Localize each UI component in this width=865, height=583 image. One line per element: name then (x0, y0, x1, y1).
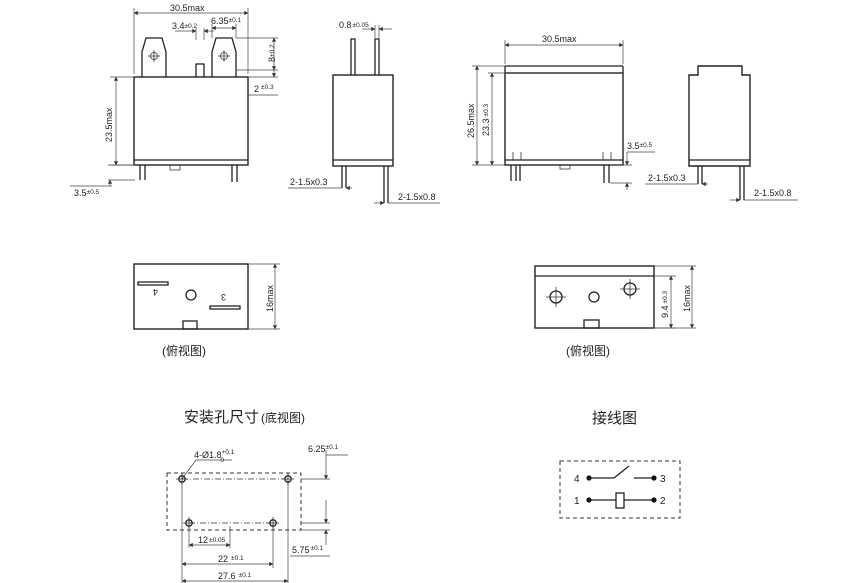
label-pin-b-1: 2-1.5x0.8 (398, 192, 436, 202)
top-body-1 (133, 263, 249, 330)
terminal-right (211, 37, 237, 77)
dim-height-2: 26.5max (466, 103, 476, 138)
dim-pin-length: 3.5±0.5 (74, 188, 100, 198)
dim-6-25: 6.25±0.1 (308, 444, 339, 454)
dim-height: 23.5max (104, 107, 114, 142)
wiring-pin-4: 4 (574, 474, 580, 485)
relay-body (133, 76, 249, 166)
dim-depth-1: 16max (265, 284, 275, 312)
switch-contact (613, 465, 630, 479)
dim-5-75: 5.75±0.1 (292, 545, 324, 555)
terminal-slot-4 (137, 281, 169, 286)
side-pins-1 (341, 166, 389, 203)
side-pins-2 (697, 166, 745, 200)
top-view-2: 9.4±0.3 16max (俯视图) (534, 265, 696, 358)
bottom-pins-2 (510, 165, 610, 183)
center-hole-1 (185, 289, 197, 301)
dim-pitch: 3.4±0.2 (172, 21, 198, 31)
wiring-pin-3: 3 (660, 474, 666, 485)
top-view-1: 4 3 16max (俯视图) (133, 263, 280, 358)
dim-27-6: 27.6±0.1 (218, 571, 252, 581)
wiring-node (651, 497, 657, 503)
terminal-3-label: 3 (221, 292, 226, 302)
center-hole-2 (588, 291, 600, 303)
dim-pin-thickness: 0.8±0.05 (339, 20, 369, 30)
side-terminal-left (350, 38, 356, 75)
dim-offset-2: 9.4±0.3 (660, 290, 670, 318)
wiring-pin-1: 1 (574, 496, 580, 507)
coil-symbol (615, 492, 625, 509)
caption-top-view-2: (俯视图) (566, 343, 610, 358)
terminal-4-label: 4 (153, 287, 158, 297)
terminal-slot-3 (209, 305, 241, 310)
side-view-1: 0.8±0.05 2-1.5x0.3 2-1.5x0.8 (288, 20, 440, 206)
label-pin-a-1: 2-1.5x0.3 (290, 177, 328, 187)
dim-width-2: 30.5max (542, 34, 577, 44)
dim-12: 12±0.05 (198, 535, 226, 545)
wiring-pin-2: 2 (660, 496, 666, 507)
mounting-outline (166, 472, 302, 531)
dim-22: 22±0.1 (218, 554, 244, 564)
wiring-title: 接线图 (592, 410, 637, 427)
bottom-pins (139, 165, 238, 182)
caption-top-view-1: (俯视图) (162, 343, 206, 358)
front-view-1: 30.5max 3.4±0.2 6.35±0.1 8±0.2 2±0.3 23.… (70, 3, 278, 198)
dim-terminal-height: 8±0.2 (267, 44, 277, 62)
mounting-title: 安装孔尺寸(底视图) (184, 409, 305, 426)
dim-width: 30.5max (170, 3, 205, 13)
relay-body-2 (504, 72, 624, 166)
front-view-2: 30.5max 26.5max 23.3±0.3 3.5±0.5 (466, 34, 655, 190)
side-body-2 (688, 65, 751, 167)
dim-depth-2: 16max (682, 284, 692, 312)
side-terminal-right (374, 38, 380, 75)
terminal-left (141, 37, 167, 77)
side-view-2: 2-1.5x0.3 2-1.5x0.8 (645, 65, 798, 203)
dim-pin-length-2: 3.5±0.5 (627, 141, 653, 151)
dim-shoulder: 2±0.3 (254, 84, 274, 94)
wiring-diagram: 接线图 4 3 1 2 (559, 410, 681, 519)
label-pin-a-2: 2-1.5x0.3 (648, 173, 686, 183)
dim-body-height-2: 23.3±0.3 (481, 103, 491, 136)
side-body-1 (332, 74, 394, 167)
dim-terminal-width: 6.35±0.1 (211, 16, 242, 26)
label-pin-b-2: 2-1.5x0.8 (754, 188, 792, 198)
wiring-outline (559, 460, 681, 519)
wiring-node (651, 475, 657, 481)
